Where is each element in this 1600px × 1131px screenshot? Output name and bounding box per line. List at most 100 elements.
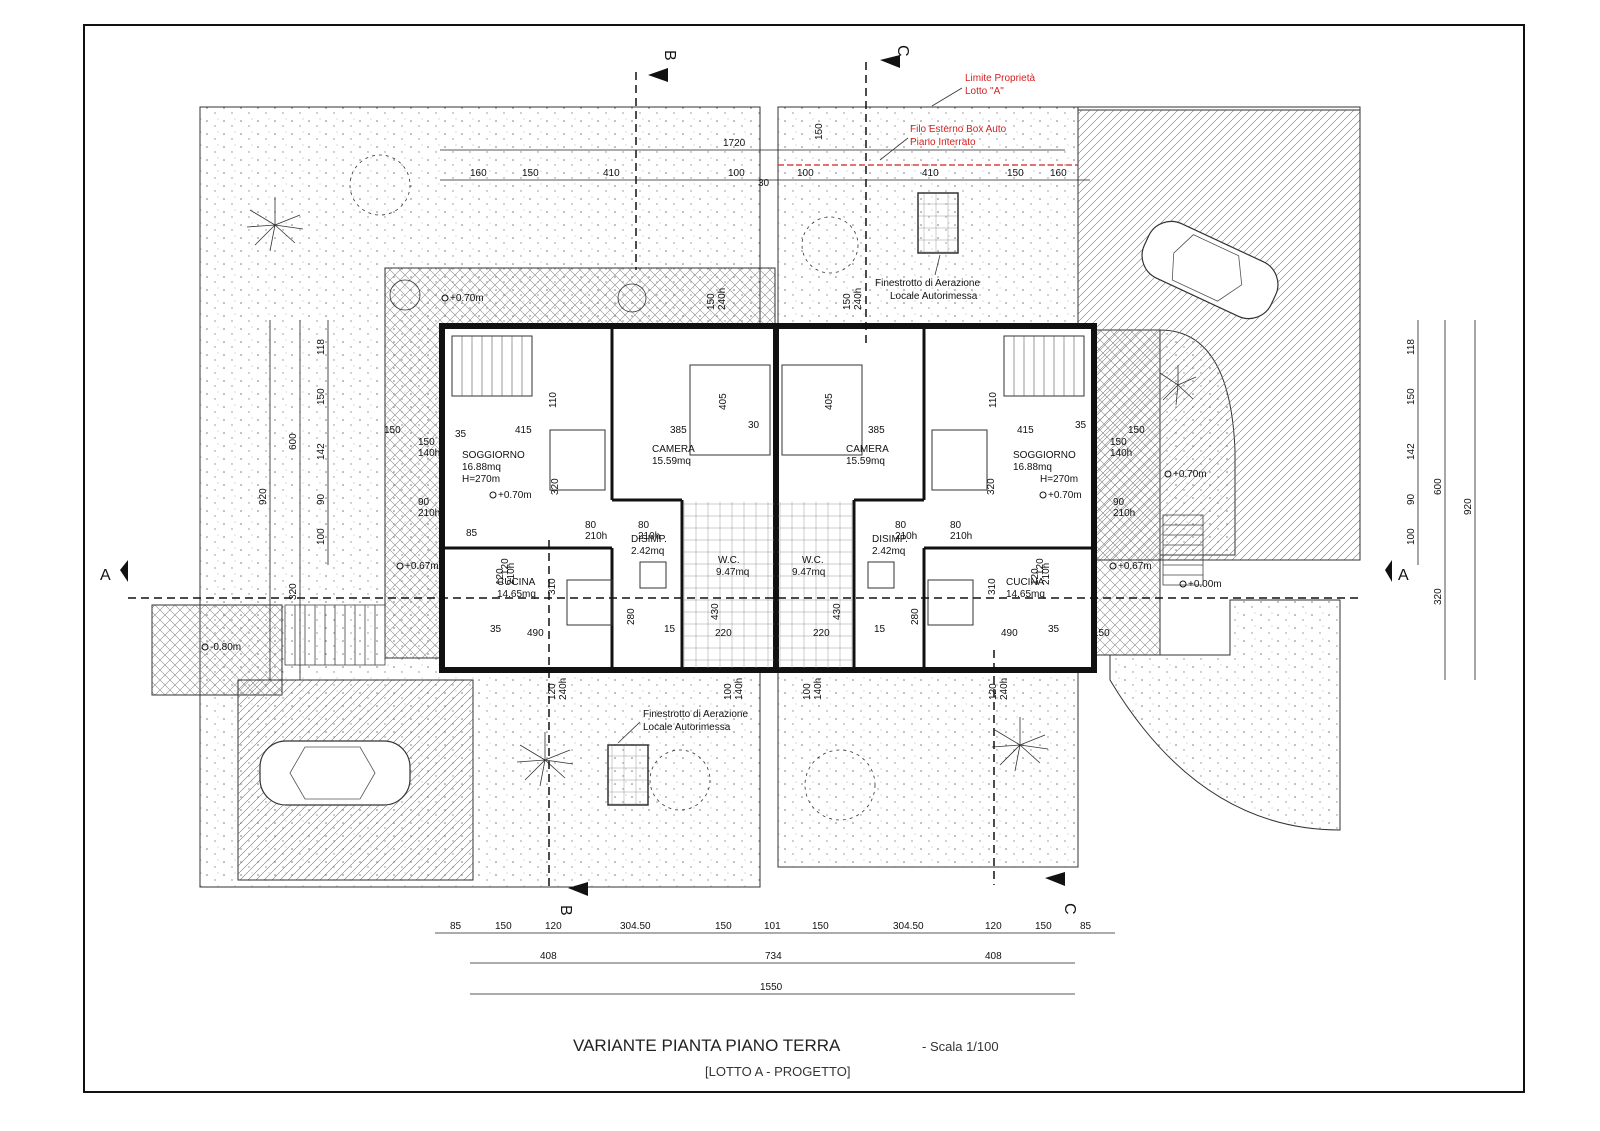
dim-left-600: 600 (288, 433, 299, 450)
room-labels-right: SOGGIORNO 16.88mq H=270m CAMERA 15.59mq … (792, 444, 1078, 600)
room-cucina-right: CUCINA (1006, 577, 1045, 588)
level-070-c: +0.70m (1048, 490, 1082, 501)
dim-110-right: 110 (988, 392, 999, 408)
exterior-stairs (284, 514, 1204, 666)
ventilation-grilles (607, 192, 959, 806)
sheet-border (83, 24, 1525, 1093)
car-right-icon (1141, 220, 1279, 320)
dim-220-right: 220 (813, 628, 830, 639)
section-c-bottom: C (1061, 903, 1078, 915)
dim-left-p5: 100 (316, 528, 327, 545)
room-wc-right: W.C. (802, 555, 824, 566)
dim-top-3: 410 (603, 168, 620, 179)
dim-35-b: 35 (490, 624, 502, 635)
room-labels-left: SOGGIORNO 16.88mq H=270m CAMERA 15.59mq … (462, 444, 749, 600)
room-camera-left-area: 15.59mq (652, 456, 691, 467)
dim-85: 85 (466, 528, 478, 539)
section-b-top: B (661, 50, 678, 61)
dimension-lines (269, 149, 1476, 995)
level-067-right: +0.67m (1118, 561, 1152, 572)
dim-b1-4: 304.50 (620, 921, 651, 932)
dim-280-left: 280 (626, 608, 637, 625)
dim-top-6: 100 (797, 168, 814, 179)
dim-35-c: 35 (1048, 624, 1060, 635)
dim-490-right: 490 (1001, 628, 1018, 639)
dim-top-7: 410 (922, 168, 939, 179)
dim-385-left: 385 (670, 425, 687, 436)
door-120-210-right: 120210h (1030, 563, 1052, 585)
dim-490-left: 490 (527, 628, 544, 639)
room-soggiorno-right-area: 16.88mq (1013, 462, 1052, 473)
dim-280-right: 280 (910, 608, 921, 625)
dim-b1-11: 85 (1080, 921, 1092, 932)
win-120-240-left: 120240h (547, 678, 569, 700)
room-wc-left-area: 9.47mq (716, 567, 749, 578)
dim-left-p4: 90 (316, 493, 327, 505)
room-soggiorno-right: SOGGIORNO (1013, 450, 1076, 461)
dim-right-600: 600 (1433, 478, 1444, 495)
dim-right-p5: 100 (1406, 528, 1417, 545)
dim-b1-2: 150 (495, 921, 512, 932)
dim-left-p3: 142 (316, 443, 327, 460)
dim-b2-2: 734 (765, 951, 782, 962)
dim-15-left: 15 (664, 624, 676, 635)
property-notes: Limite Proprietà Lotto "A" Filo Esterno … (879, 73, 1035, 161)
bottom-dimensions: 85 150 120 304.50 150 101 150 304.50 120… (450, 921, 1092, 993)
title-block: VARIANTE PIANTA PIANO TERRA - Scala 1/10… (573, 1036, 999, 1079)
room-disimp-left: DISIMP. (631, 534, 667, 545)
dim-b1-10: 150 (1035, 921, 1052, 932)
room-cucina-right-area: 14.65mq (1006, 589, 1045, 600)
dim-415-left: 415 (515, 425, 532, 436)
room-camera-right-area: 15.59mq (846, 456, 885, 467)
dim-405-right: 405 (824, 393, 835, 410)
dim-top-v150: 150 (814, 123, 825, 140)
dim-150-right: 150 (1128, 425, 1145, 436)
dim-right-p1: 118 (1406, 339, 1417, 355)
win-120-240-right: 120240h (988, 678, 1010, 700)
section-markers: A A B B C C (100, 45, 1409, 916)
side-dimensions: 920 600 320 118 150 142 90 100 920 600 3… (258, 339, 1474, 605)
dim-right-p4: 90 (1406, 493, 1417, 505)
note-limite-2: Lotto "A" (965, 86, 1004, 97)
room-soggiorno-left-height: H=270m (462, 474, 500, 485)
dim-b1-6: 101 (764, 921, 781, 932)
dim-415-right: 415 (1017, 425, 1034, 436)
top-dimensions: 1720 160 150 410 100 30 100 410 150 160 … (470, 123, 1067, 189)
dim-405-left: 405 (718, 393, 729, 410)
dim-120-right: 120 (1035, 558, 1046, 575)
section-c-top: C (894, 45, 911, 57)
room-soggiorno-left-area: 16.88mq (462, 462, 501, 473)
dim-430-left: 430 (710, 603, 721, 620)
note-fin-top-2: Locale Autorimessa (890, 291, 978, 302)
room-disimp-left-area: 2.42mq (631, 546, 664, 557)
level-067-left: +0.67m (405, 561, 439, 572)
level-070-b: +0.70m (498, 490, 532, 501)
dim-right-p2: 150 (1406, 388, 1417, 405)
dim-top-1: 160 (470, 168, 487, 179)
dim-left-320: 320 (288, 583, 299, 600)
door-120-210-left: 120210h (495, 563, 517, 585)
win-150-240-right: 150240h (842, 288, 864, 310)
drawing-scale: - Scala 1/100 (922, 1039, 999, 1054)
win-100-140-left: 100140h (723, 678, 745, 700)
ventilation-notes: Finestrotto di Aerazione Locale Autorime… (617, 254, 980, 744)
dim-430-right: 430 (832, 603, 843, 620)
dim-35-d: 35 (1075, 420, 1087, 431)
dim-left-p1: 118 (316, 339, 327, 355)
dim-30: 30 (748, 420, 760, 431)
win-150-240-left: 150240h (706, 288, 728, 310)
plant-icons (246, 154, 1197, 821)
dim-b2-3: 408 (985, 951, 1002, 962)
dim-top-2: 150 (522, 168, 539, 179)
room-camera-left: CAMERA (652, 444, 695, 455)
dim-right-p3: 142 (1406, 443, 1417, 460)
level-070-d: +0.70m (1173, 469, 1207, 480)
dim-150-br: 150 (1093, 628, 1110, 639)
room-soggiorno-left: SOGGIORNO (462, 450, 525, 461)
level-markers: +0.70m +0.70m +0.70m +0.70m +0.67m +0.67… (201, 293, 1222, 653)
interior-dimensions: 415 385 30 385 415 405 405 320 320 490 4… (384, 288, 1145, 700)
